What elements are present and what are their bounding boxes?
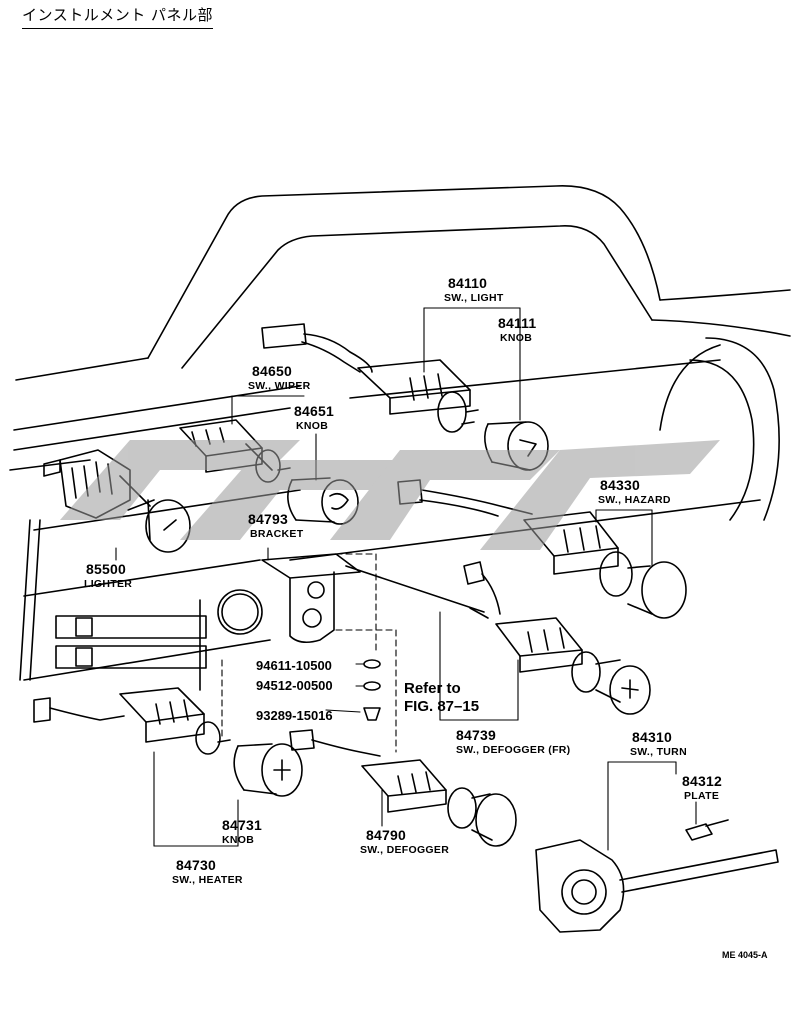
- callout-85500-name: LIGHTER: [84, 578, 133, 590]
- reference-line1: Refer to: [404, 680, 461, 697]
- callout-84650-number: 84650: [252, 363, 292, 379]
- callout-84790-name: SW., DEFOGGER: [360, 844, 450, 856]
- callout-84651-name: KNOB: [296, 420, 329, 432]
- callout-84793-name: BRACKET: [250, 528, 304, 540]
- callout-84790-number: 84790: [366, 827, 406, 843]
- callout-84793-number: 84793: [248, 511, 288, 527]
- callout-84310-name: SW., TURN: [630, 746, 687, 758]
- callout-84312-name: PLATE: [684, 790, 720, 802]
- hardware-parts: [363, 659, 381, 721]
- turn-switch: [535, 819, 779, 933]
- right-panel: [659, 337, 780, 521]
- defogger-switch: [289, 729, 517, 847]
- callout-84310-number: 84310: [632, 729, 672, 745]
- bracket: [261, 553, 361, 644]
- callout-84731-number: 84731: [222, 817, 262, 833]
- callout-84110-name: SW., LIGHT: [444, 292, 504, 304]
- callout-84110-number: 84110: [448, 275, 488, 291]
- heater-switch: [33, 687, 231, 755]
- defogger-fr-switch: [345, 561, 651, 715]
- light-switch: [261, 323, 479, 433]
- hardware-94611: 94611-10500: [256, 658, 332, 673]
- callout-84739-number: 84739: [456, 727, 496, 743]
- dashed-lines: [221, 553, 397, 753]
- callout-85500-number: 85500: [86, 561, 126, 577]
- panel-vents: [55, 589, 263, 691]
- hardware-94512: 94512-00500: [256, 678, 333, 693]
- callout-84739-name: SW., DEFOGGER (FR): [456, 744, 571, 756]
- callout-84330-number: 84330: [600, 477, 640, 493]
- watermark: [60, 440, 720, 550]
- callout-84650-name: SW., WIPER: [248, 380, 311, 392]
- heater-knob: [233, 743, 303, 797]
- reference-line2: FIG. 87–15: [404, 698, 480, 715]
- callout-84111-name: KNOB: [500, 332, 533, 344]
- dashboard-outline: [9, 185, 791, 681]
- hardware-93289: 93289-15016: [256, 708, 333, 723]
- callout-84312-number: 84312: [682, 773, 722, 789]
- leader-lines: [115, 307, 697, 851]
- callout-84330-name: SW., HAZARD: [598, 494, 671, 506]
- page-title: インストルメント パネル部: [22, 4, 213, 29]
- figure-code: ME 4045-A: [722, 950, 768, 960]
- callout-84651-number: 84651: [294, 403, 334, 419]
- callout-84730-name: SW., HEATER: [172, 874, 243, 886]
- callout-84731-name: KNOB: [222, 834, 255, 846]
- callout-84111-number: 84111: [498, 315, 537, 331]
- callout-84730-number: 84730: [176, 857, 216, 873]
